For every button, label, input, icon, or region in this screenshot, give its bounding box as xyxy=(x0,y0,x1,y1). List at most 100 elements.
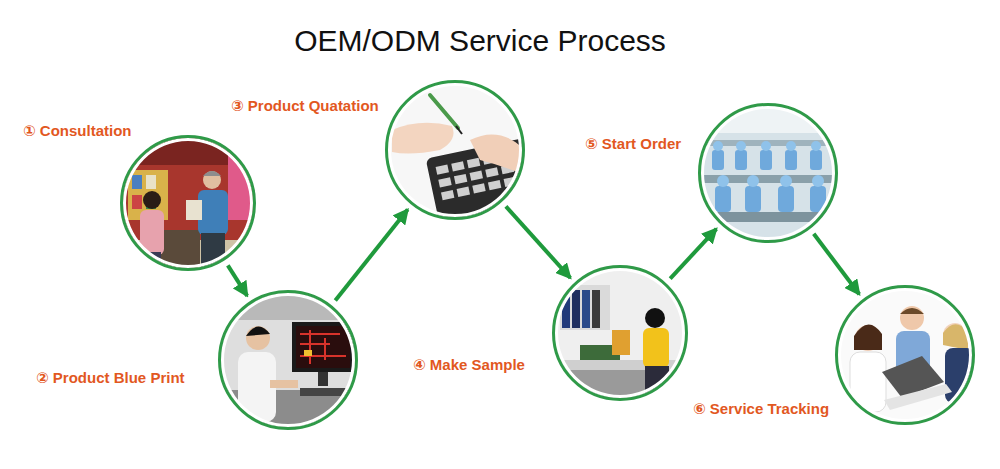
flow-arrow xyxy=(335,210,407,301)
illustration-shape xyxy=(451,161,464,171)
illustration-shape xyxy=(457,187,470,197)
illustration-shape xyxy=(717,175,729,187)
illustration-shape xyxy=(246,326,270,336)
illustration-shape xyxy=(736,141,746,151)
illustration-shape xyxy=(146,175,156,189)
illustration-shape xyxy=(698,212,838,222)
illustration-shape xyxy=(198,190,228,235)
illustration-shape xyxy=(454,174,467,184)
illustration-shape xyxy=(132,195,142,209)
process-circle: ③ Product Quatation xyxy=(385,80,525,220)
illustration-shape xyxy=(778,186,794,212)
illustration-shape xyxy=(643,328,669,368)
team-photo xyxy=(835,285,975,425)
illustration-shape xyxy=(810,186,826,212)
lab-photo xyxy=(552,265,688,405)
illustration-shape xyxy=(850,352,886,412)
illustration-shape xyxy=(780,175,792,187)
illustration-shape xyxy=(143,252,161,277)
engineer-photo xyxy=(218,290,358,430)
illustration-shape xyxy=(560,285,610,330)
process-circle: ⑤ Start Order xyxy=(698,103,838,243)
illustration-shape xyxy=(785,150,797,170)
illustration-shape xyxy=(835,285,975,425)
illustration-shape xyxy=(470,171,483,181)
illustration-shape xyxy=(812,175,824,187)
process-circle: ② Product Blue Print xyxy=(218,290,358,430)
factory-photo xyxy=(698,103,838,243)
illustration-shape xyxy=(120,135,260,275)
step-label: ② Product Blue Print xyxy=(36,369,185,387)
illustration-shape xyxy=(470,134,525,175)
illustration-shape xyxy=(735,150,747,170)
flow-arrow xyxy=(506,206,571,278)
illustration-shape xyxy=(296,326,350,368)
illustration-shape xyxy=(203,171,221,176)
illustration-shape xyxy=(698,103,838,243)
illustration-shape xyxy=(698,103,838,133)
illustration-shape xyxy=(456,126,462,134)
illustration-shape xyxy=(140,210,164,255)
illustration-shape xyxy=(203,171,221,189)
step-label: ⑤ Start Order xyxy=(585,135,681,153)
illustration-shape xyxy=(246,326,270,350)
step-label: ④ Make Sample xyxy=(413,356,525,374)
illustration-shape xyxy=(218,290,358,320)
process-circle: ④ Make Sample xyxy=(552,265,688,401)
illustration-shape xyxy=(645,308,665,328)
illustration-shape xyxy=(761,141,771,151)
illustration-shape xyxy=(270,380,298,388)
illustration-shape xyxy=(713,141,824,187)
illustration-shape xyxy=(582,290,590,328)
illustration-shape xyxy=(900,306,924,330)
illustration-shape xyxy=(292,322,354,372)
illustration-shape xyxy=(392,123,454,154)
illustration-shape xyxy=(186,200,202,220)
flow-arrow xyxy=(228,265,247,296)
illustration-shape xyxy=(300,388,348,396)
illustration-shape xyxy=(438,177,451,187)
illustration-shape xyxy=(218,290,358,430)
step-label: ① Consultation xyxy=(23,122,132,140)
illustration-shape xyxy=(160,230,200,270)
illustration-shape xyxy=(572,290,580,328)
illustration-shape xyxy=(504,177,517,187)
illustration-shape xyxy=(201,233,225,278)
illustration-shape xyxy=(304,350,312,356)
illustration-shape xyxy=(318,372,328,386)
illustration-shape xyxy=(786,141,796,151)
step-label: ③ Product Quatation xyxy=(231,97,379,115)
illustration-shape xyxy=(945,348,975,403)
illustration-shape xyxy=(472,183,485,193)
flow-arrow xyxy=(670,229,716,279)
step-label: ⑥ Service Tracking xyxy=(693,400,829,418)
illustration-shape xyxy=(712,150,724,170)
illustration-shape xyxy=(592,290,600,328)
illustration-shape xyxy=(712,150,826,212)
illustration-shape xyxy=(810,150,822,170)
illustration-shape xyxy=(900,308,924,314)
illustration-shape xyxy=(855,325,881,351)
calculator-photo xyxy=(385,80,548,227)
illustration-shape xyxy=(430,95,458,128)
illustration-shape xyxy=(488,180,501,190)
illustration-shape xyxy=(441,190,454,200)
illustration-shape xyxy=(811,141,821,151)
illustration-shape xyxy=(745,186,761,212)
illustration-shape xyxy=(436,164,449,174)
illustration-shape xyxy=(132,175,142,189)
flow-arrow xyxy=(814,234,860,295)
illustration-shape xyxy=(747,175,759,187)
connector-group xyxy=(228,206,860,300)
illustration-shape xyxy=(884,384,952,410)
illustration-shape xyxy=(854,324,882,350)
illustration-shape xyxy=(120,135,260,165)
booth-photo xyxy=(120,135,260,280)
illustration-shape xyxy=(612,330,630,355)
illustration-shape xyxy=(143,191,161,209)
illustration-shape xyxy=(645,366,669,396)
process-circle: ⑥ Service Tracking xyxy=(835,285,975,425)
illustration-shape xyxy=(300,330,346,364)
